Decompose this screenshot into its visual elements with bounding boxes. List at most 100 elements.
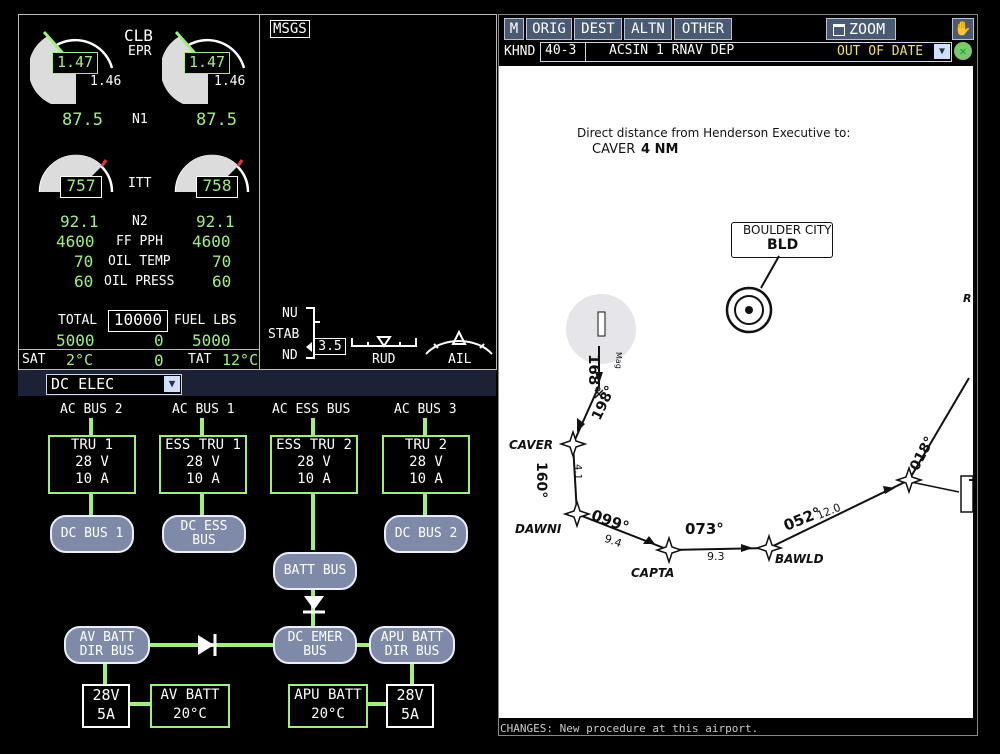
chart-selector-divider — [585, 43, 586, 61]
av-batt-dir-bus[interactable]: AV BATT DIR BUS — [64, 626, 150, 664]
total-label: TOTAL — [58, 313, 98, 328]
apu-batt-amps: 5A — [400, 705, 420, 723]
distance-label: 4.1 — [572, 464, 583, 480]
left-itt-gauge — [38, 154, 114, 193]
right-epr-target: 1.46 — [214, 74, 246, 89]
left-fuel-used: 0 — [154, 331, 164, 350]
right-oil-temp-value: 70 — [212, 252, 232, 271]
epr-label: EPR — [128, 44, 152, 59]
apu-batt-box[interactable]: APU BATT 20°C — [288, 684, 368, 728]
chart-canvas[interactable]: Direct distance from Henderson Executive… — [499, 66, 973, 718]
gps-status-icon[interactable]: ✕ — [954, 42, 972, 60]
right-fuel-used: 0 — [154, 351, 164, 370]
line-acbus2-tru1 — [89, 418, 93, 436]
ess-tru2-label: ESS TRU 2 — [276, 437, 352, 453]
right-epr-value: 1.47 — [184, 52, 230, 74]
left-oil-temp-value: 70 — [74, 252, 94, 271]
n1-label: N1 — [132, 112, 148, 127]
tab-orig[interactable]: ORIG — [526, 18, 572, 40]
sat-label: SAT — [22, 352, 46, 367]
chevron-down-icon[interactable]: ▼ — [934, 44, 950, 59]
tat-value: 12°C — [222, 351, 259, 369]
tab-altn[interactable]: ALTN — [624, 18, 672, 40]
course-mag-label: Mag — [614, 352, 623, 369]
dc-ess-bus-label-2: BUS — [192, 533, 216, 548]
av-batt-volts: 28V — [92, 686, 120, 704]
ess-tru1-label: ESS TRU 1 — [165, 437, 241, 453]
zoom-icon — [833, 24, 845, 36]
dc-elec-dropdown[interactable]: DC ELEC ▼ — [46, 374, 182, 395]
right-ff-value: 4600 — [192, 232, 231, 251]
av-batt-volt-box[interactable]: 28V 5A — [82, 684, 130, 728]
ess-tru1-box[interactable]: ESS TRU 1 28 V 10 A — [159, 435, 247, 494]
fuel-lbs-label: FUEL LBS — [174, 313, 237, 328]
oil-press-label: OIL PRESS — [104, 274, 175, 289]
oil-temp-label: OIL TEMP — [108, 254, 171, 269]
left-n2-value: 92.1 — [60, 212, 99, 231]
distance-label: 9.3 — [707, 550, 725, 563]
stab-trim-value: 3.5 — [314, 338, 346, 355]
line-acbus1-esstru1 — [200, 418, 204, 436]
av-batt-box[interactable]: AV BATT 20°C — [150, 684, 230, 728]
left-itt-value: 757 — [60, 176, 102, 198]
chart-edge-symbol — [960, 475, 973, 513]
right-itt-gauge — [174, 154, 250, 193]
tru2-label: TRU 2 — [404, 437, 448, 453]
vortac-symbol — [725, 286, 773, 334]
dc-bus-1[interactable]: DC BUS 1 — [50, 515, 134, 553]
batt-bus[interactable]: BATT BUS — [273, 552, 357, 590]
line-dcemer-apudir — [354, 643, 370, 647]
route-arrow-icon — [595, 372, 603, 384]
diode-icon — [198, 634, 217, 656]
tab-dest[interactable]: DEST — [574, 18, 622, 40]
apu-batt-dir-bus[interactable]: APU BATT DIR BUS — [369, 626, 455, 664]
ess-tru2-amps: 10 A — [297, 471, 331, 487]
ac-bus-3-label: AC BUS 3 — [394, 402, 457, 417]
line-esstru1-dcess — [200, 492, 204, 516]
route-arrow-icon — [577, 418, 585, 432]
batt-bus-label: BATT BUS — [283, 563, 347, 578]
ac-ess-bus-label: AC ESS BUS — [272, 402, 351, 417]
apu-batt-label: APU BATT — [294, 687, 362, 703]
dc-ess-bus[interactable]: DC ESS BUS — [162, 515, 246, 553]
diode-icon — [303, 596, 325, 614]
procedure-drawing — [558, 255, 973, 565]
n2-label: N2 — [132, 214, 148, 229]
apu-batt-volt-box[interactable]: 28V 5A — [386, 684, 434, 728]
msgs-title[interactable]: MSGS — [270, 20, 310, 38]
dc-emer-bus[interactable]: DC EMER BUS — [273, 626, 357, 664]
navaid-name: BOULDER CITY — [743, 223, 832, 237]
line-apubatt-apubattv — [366, 702, 386, 706]
ail-label: AIL — [448, 352, 472, 367]
stab-trim-scale — [306, 307, 320, 359]
climb-mode: CLB — [124, 26, 153, 45]
left-epr-value: 1.47 — [52, 52, 98, 74]
ff-label: FF PPH — [116, 234, 163, 249]
dc-bus-2[interactable]: DC BUS 2 — [384, 515, 468, 553]
line-tru2-dcbus2 — [423, 492, 427, 516]
tru1-label: TRU 1 — [70, 437, 114, 453]
av-batt-dir-label-2: DIR BUS — [79, 644, 135, 659]
tab-m[interactable]: M — [504, 18, 524, 40]
zoom-button[interactable]: ZOOM — [826, 18, 896, 40]
rudder-trim-scale — [351, 336, 417, 348]
course-label: 168° — [585, 354, 603, 393]
tab-other[interactable]: OTHER — [674, 18, 732, 40]
line-esstru2-battbus — [311, 492, 315, 550]
chart-selector[interactable]: 40-3 ACSIN 1 RNAV DEP OUT OF DATE ▼ — [540, 42, 952, 62]
trim-nd-label: ND — [282, 348, 298, 363]
tru1-box[interactable]: TRU 1 28 V 10 A — [48, 435, 136, 494]
fix-label-bawld: BAWLD — [775, 552, 824, 566]
hand-icon[interactable]: ✋ — [952, 18, 974, 40]
apu-batt-volts: 28V — [396, 686, 424, 704]
right-n1-value: 87.5 — [196, 110, 237, 130]
av-batt-temp: 20°C — [173, 706, 207, 722]
chevron-down-icon[interactable]: ▼ — [164, 376, 180, 392]
rud-label: RUD — [372, 352, 396, 367]
waypoint-star-icon — [894, 465, 924, 495]
chart-name: ACSIN 1 RNAV DEP — [609, 43, 735, 58]
tru2-box[interactable]: TRU 2 28 V 10 A — [382, 435, 470, 494]
dc-emer-label-2: BUS — [303, 644, 327, 659]
ess-tru2-box[interactable]: ESS TRU 2 28 V 10 A — [270, 435, 358, 494]
ac-bus-1-label: AC BUS 1 — [172, 402, 235, 417]
